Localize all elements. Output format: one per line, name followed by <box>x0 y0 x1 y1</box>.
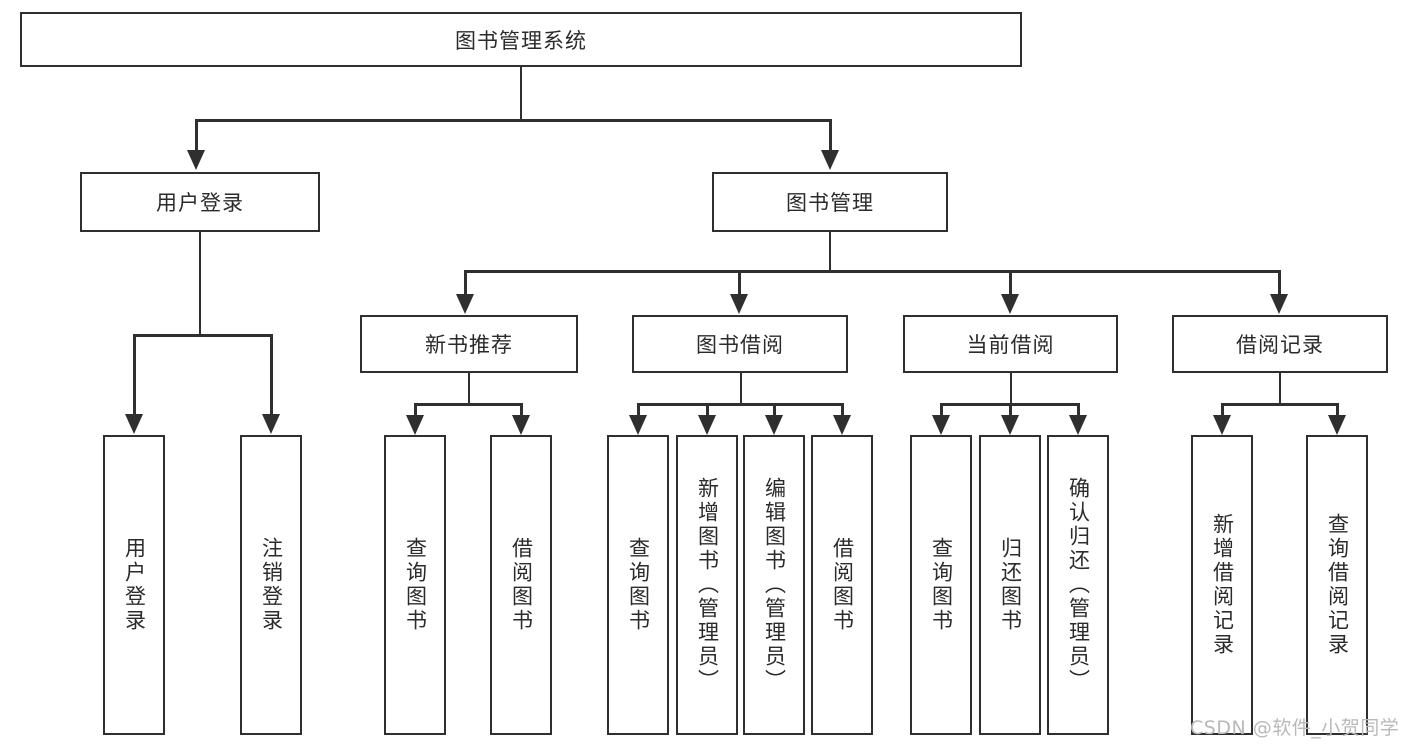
arrowhead-cb-leaf-1 <box>932 415 950 435</box>
connector-book-management-bar <box>465 270 1280 273</box>
connector-nbr-bar <box>415 403 521 406</box>
connector-br-to-leaf-2 <box>1336 403 1339 417</box>
watermark-csdn: CSDN @软件_小贺同学 <box>1190 717 1400 739</box>
arrowhead-br-leaf-1 <box>1213 415 1231 435</box>
leaf-user-login-logout[interactable]: 注销登录 <box>240 435 302 735</box>
arrowhead-bm-to-new-book <box>456 294 474 314</box>
node-label: 借阅图书 <box>509 537 534 633</box>
node-label: 当前借阅 <box>966 333 1055 357</box>
connector-bb-to-leaf-2 <box>706 403 709 417</box>
node-borrow-record[interactable]: 借阅记录 <box>1172 315 1388 373</box>
connector-user-login-to-leaf-2 <box>270 334 273 416</box>
node-label: 借阅记录 <box>1236 333 1324 357</box>
leaf-cb-confirm-return-admin[interactable]: 确认归还（管理员） <box>1047 435 1109 735</box>
arrowhead-bb-leaf-4 <box>833 415 851 435</box>
connector-nbr-to-leaf-2 <box>520 403 523 417</box>
node-label: 新书推荐 <box>425 333 513 357</box>
node-label: 图书管理系统 <box>455 28 587 53</box>
node-label: 新增借阅记录 <box>1210 513 1235 657</box>
node-label: 新增图书（管理员） <box>695 477 720 693</box>
connector-bm-to-borrow-record <box>1278 270 1281 296</box>
connector-bb-to-leaf-3 <box>773 403 776 417</box>
leaf-br-add-record[interactable]: 新增借阅记录 <box>1191 435 1253 735</box>
arrowhead-bm-to-book-borrow <box>730 294 748 314</box>
connector-bb-bar <box>638 403 844 406</box>
node-book-borrow[interactable]: 图书借阅 <box>632 315 848 373</box>
connector-bb-to-leaf-4 <box>841 403 844 417</box>
leaf-bb-edit-book-admin[interactable]: 编辑图书（管理员） <box>743 435 805 735</box>
leaf-nbr-borrow-book[interactable]: 借阅图书 <box>490 435 552 735</box>
connector-root-to-user-login <box>195 119 198 151</box>
arrowhead-bb-leaf-2 <box>698 415 716 435</box>
arrowhead-user-login-leaf-1 <box>125 414 143 434</box>
node-user-login[interactable]: 用户登录 <box>80 172 320 232</box>
arrowhead-root-to-user-login <box>187 150 205 170</box>
arrowhead-root-to-book-management <box>821 150 839 170</box>
leaf-cb-return-book[interactable]: 归还图书 <box>979 435 1041 735</box>
arrowhead-bb-leaf-1 <box>629 415 647 435</box>
arrowhead-bm-to-borrow-record <box>1270 294 1288 314</box>
connector-br-stem <box>1278 373 1281 405</box>
connector-root-bar <box>196 119 832 122</box>
arrowhead-nbr-leaf-1 <box>406 415 424 435</box>
node-label: 借阅图书 <box>830 537 855 633</box>
node-label: 查询图书 <box>626 537 651 633</box>
connector-cb-stem <box>1009 373 1012 405</box>
node-root-book-management-system[interactable]: 图书管理系统 <box>20 12 1022 67</box>
connector-bm-to-book-borrow <box>738 270 741 296</box>
leaf-bb-borrow-book[interactable]: 借阅图书 <box>811 435 873 735</box>
connector-bb-to-leaf-1 <box>637 403 640 417</box>
node-label: 用户登录 <box>122 537 147 633</box>
node-current-borrow[interactable]: 当前借阅 <box>903 315 1118 373</box>
leaf-br-query-record[interactable]: 查询借阅记录 <box>1306 435 1368 735</box>
node-new-book-recommend[interactable]: 新书推荐 <box>360 315 578 373</box>
connector-user-login-stem <box>198 232 201 336</box>
arrowhead-cb-leaf-3 <box>1069 415 1087 435</box>
arrowhead-bm-to-current-borrow <box>1001 294 1019 314</box>
arrowhead-cb-leaf-2 <box>1001 415 1019 435</box>
arrowhead-bb-leaf-3 <box>765 415 783 435</box>
leaf-bb-query-book[interactable]: 查询图书 <box>607 435 669 735</box>
leaf-cb-query-book[interactable]: 查询图书 <box>910 435 972 735</box>
connector-br-bar <box>1222 403 1337 406</box>
node-label: 图书借阅 <box>696 333 784 357</box>
node-label: 用户登录 <box>156 191 244 215</box>
node-label: 注销登录 <box>259 537 284 633</box>
node-label: 图书管理 <box>786 191 874 215</box>
node-book-management[interactable]: 图书管理 <box>712 172 948 232</box>
connector-cb-to-leaf-2 <box>1009 403 1012 417</box>
connector-cb-to-leaf-1 <box>940 403 943 417</box>
connector-root-to-book-management <box>829 119 832 151</box>
connector-bm-to-new-book <box>464 270 467 296</box>
connector-nbr-stem <box>467 373 470 405</box>
connector-br-to-leaf-1 <box>1221 403 1224 417</box>
connector-bb-stem <box>739 373 742 405</box>
arrowhead-br-leaf-2 <box>1328 415 1346 435</box>
connector-root-stem <box>519 67 522 120</box>
leaf-user-login-login[interactable]: 用户登录 <box>103 435 165 735</box>
node-label: 归还图书 <box>998 537 1023 633</box>
connector-user-login-to-leaf-1 <box>133 334 136 416</box>
arrowhead-user-login-leaf-2 <box>262 414 280 434</box>
node-label: 编辑图书（管理员） <box>762 477 787 693</box>
leaf-nbr-query-book[interactable]: 查询图书 <box>384 435 446 735</box>
connector-user-login-bar <box>134 334 271 337</box>
node-label: 查询图书 <box>929 537 954 633</box>
connector-nbr-to-leaf-1 <box>414 403 417 417</box>
connector-book-management-stem <box>828 232 831 272</box>
node-label: 查询借阅记录 <box>1325 513 1350 657</box>
leaf-bb-add-book-admin[interactable]: 新增图书（管理员） <box>676 435 738 735</box>
node-label: 查询图书 <box>403 537 428 633</box>
node-label: 确认归还（管理员） <box>1066 477 1091 693</box>
connector-bm-to-current-borrow <box>1009 270 1012 296</box>
arrowhead-nbr-leaf-2 <box>512 415 530 435</box>
connector-cb-to-leaf-3 <box>1077 403 1080 417</box>
